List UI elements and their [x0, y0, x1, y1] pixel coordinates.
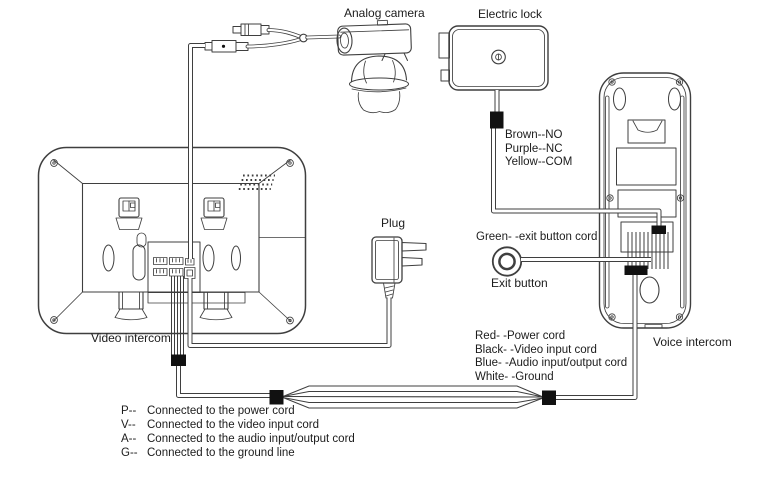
voice-intercom-illustration [598, 72, 692, 329]
screw-icon [608, 78, 616, 86]
legend-row: G-- Connected to the ground line [121, 446, 355, 460]
terminal-connector-icon [153, 257, 196, 279]
analog-camera-illustration [336, 19, 412, 114]
camera-pigtail-connectors [204, 23, 341, 53]
screw-icon [675, 78, 684, 86]
terminal-wires-icon [627, 232, 669, 269]
lock-wire-label: Brown--NO [505, 129, 563, 141]
legend-row: A-- Connected to the audio input/output … [121, 432, 355, 446]
voice-intercom-label: Voice intercom [653, 335, 732, 349]
screw-icon [676, 194, 685, 202]
plug-power-cord [187, 278, 392, 348]
station-wire-label: Red- -Power cord [475, 330, 566, 342]
lock-wire-label: Yellow--COM [505, 156, 573, 168]
legend-text: Connected to the ground line [147, 447, 295, 459]
cable-connector [171, 354, 186, 366]
terminal-legend: P-- Connected to the power cord V-- Conn… [121, 404, 355, 460]
station-wire-label: Black- -Video input cord [475, 343, 597, 356]
cable-connector [624, 265, 648, 275]
electric-lock-wire-legend: Brown--NO Purple--NC Yellow--COM [505, 129, 572, 170]
screw-icon [608, 313, 616, 321]
trunk-cable [282, 385, 544, 409]
legend-text: Connected to the power cord [147, 405, 295, 417]
electric-lock-cord [491, 90, 662, 227]
screw-icon [50, 316, 58, 324]
screw-icon [606, 194, 614, 202]
legend-text: Connected to the video input cord [147, 419, 319, 431]
mount-foot-icon [114, 291, 148, 321]
dc-connector-icon [232, 23, 270, 36]
voice-intercom-cord [555, 271, 638, 400]
plug-label: Plug [381, 216, 406, 230]
cable-connector [269, 390, 284, 405]
keyhole-icon [491, 49, 506, 65]
cable-connector [490, 111, 504, 129]
legend-row: V-- Connected to the video input cord [121, 418, 355, 432]
electric-lock-label: Electric lock [478, 7, 543, 21]
wires [171, 43, 662, 409]
screw-icon [286, 316, 294, 325]
lock-wire-label: Purple--NC [505, 142, 563, 155]
bnc-connector-icon [204, 40, 249, 53]
legend-key: G-- [121, 447, 138, 459]
legend-key: P-- [121, 405, 137, 417]
legend-row: P-- Connected to the power cord [121, 404, 355, 418]
exit-button-cord-label: Green- -exit button cord [476, 231, 598, 243]
mount-hook-icon [200, 197, 228, 230]
analog-camera-label: Analog camera [344, 6, 425, 20]
station-wire-label: White- -Ground [475, 370, 554, 383]
mount-foot-icon [199, 291, 233, 321]
legend-key: A-- [121, 433, 137, 445]
voice-intercom-wire-legend: Red- -Power cord Black- -Video input cor… [475, 330, 627, 384]
mount-hook-icon [115, 197, 143, 230]
cable-connector [542, 390, 556, 405]
speaker-grille-icon [238, 174, 275, 191]
video-intercom-label: Video intercom [91, 331, 171, 345]
electric-lock-illustration [438, 25, 549, 91]
screw-icon [675, 313, 684, 321]
cable-connector [651, 225, 666, 234]
plug-illustration [371, 236, 427, 299]
station-wire-label: Blue- -Audio input/output cord [475, 357, 628, 369]
exit-button-label: Exit button [491, 276, 548, 290]
exit-button-illustration [491, 246, 523, 277]
camera-video-cord [188, 43, 205, 259]
intercom-ribbon-cord [171, 276, 270, 398]
legend-key: V-- [121, 419, 136, 431]
legend-text: Connected to the audio input/output cord [147, 433, 355, 445]
